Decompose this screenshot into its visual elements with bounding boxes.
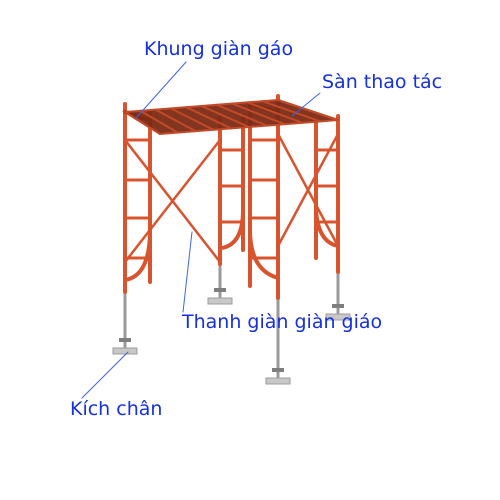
leader-line-brace — [182, 231, 193, 313]
platform-plank-1 — [139, 109, 179, 134]
platform-plank-4 — [185, 106, 233, 130]
base-plate-back-left — [207, 297, 233, 305]
platform-plank-7 — [231, 102, 286, 126]
jack-nut-front-right — [272, 368, 284, 372]
cross-braces — [123, 132, 340, 264]
jack-nut-back-left — [214, 288, 226, 292]
label-scaffold-frame: Khung giàn gáo — [144, 38, 294, 60]
platform-plank-9 — [261, 100, 322, 123]
base-plate-front-left — [112, 347, 138, 355]
base-plate-back-right — [325, 313, 351, 321]
frame-arch-back-right — [314, 209, 339, 248]
platform-plank-2 — [154, 108, 197, 133]
platform-plank-6 — [215, 103, 268, 127]
leader-line-deck — [291, 92, 321, 117]
base-plate-front-right — [265, 377, 291, 385]
label-base-jack: Kích chân — [70, 398, 163, 420]
work-platform — [121, 98, 339, 136]
jack-nut-front-left — [119, 338, 131, 342]
platform-plank-8 — [246, 101, 304, 124]
cross-brace-left-2 — [123, 138, 222, 264]
frame-arch-back-left — [221, 209, 245, 250]
platform-plank-5 — [200, 105, 250, 128]
platform-plank-3 — [169, 107, 215, 131]
jack-nut-back-right — [332, 304, 344, 308]
cross-brace-right-2 — [276, 132, 340, 248]
screw-jacks — [112, 260, 351, 385]
leader-line-frame — [135, 61, 187, 119]
label-work-platform: Sàn thao tác — [322, 71, 443, 93]
leader-line-jack — [81, 351, 129, 399]
frame-arch-front-right — [248, 229, 279, 280]
leader-lines — [81, 61, 321, 399]
frame-arch-front-left — [124, 229, 152, 282]
label-cross-brace: Thanh giàn giàn giáo — [182, 311, 383, 333]
platform-edge — [121, 98, 339, 136]
